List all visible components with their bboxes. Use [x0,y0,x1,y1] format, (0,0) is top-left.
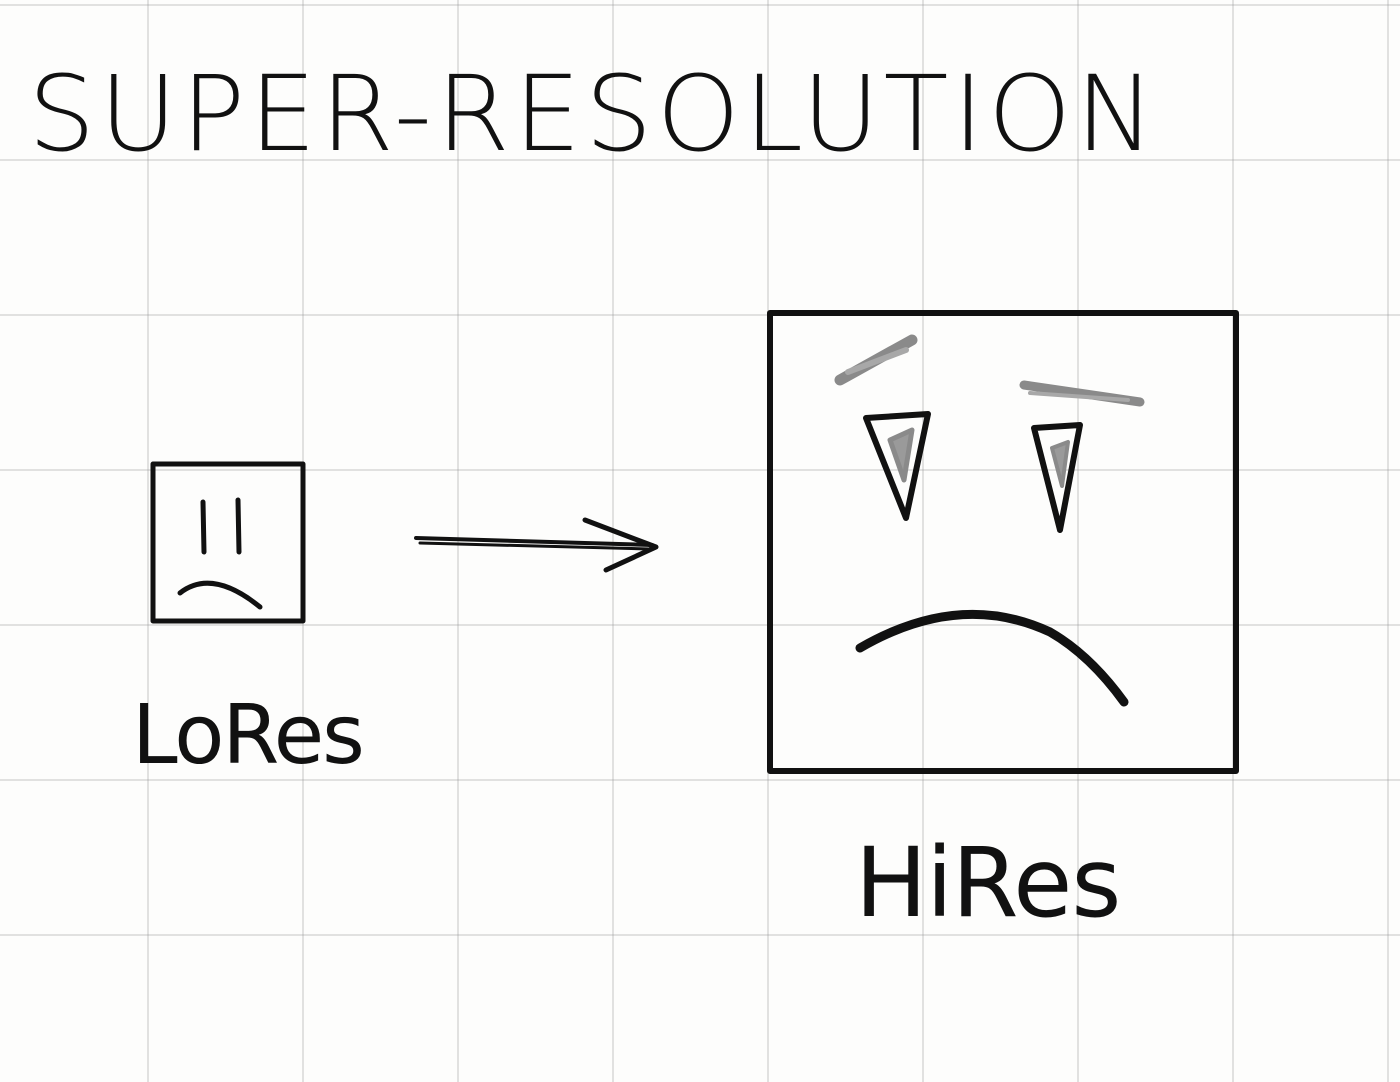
lores-mouth [177,580,263,610]
hires-label: HiRes [855,827,1121,939]
hires-left-eye [863,411,931,521]
hires-eyebrows [834,334,1145,407]
lores-label: LoRes [132,688,365,783]
arrow-shaft-lower [418,541,652,551]
hires-face-icon [767,310,1239,774]
right-double-arrow-icon [414,517,659,573]
diagram-title: SUPER-RESOLUTION [28,53,1159,175]
arrow-head [582,517,659,573]
lores-left-eye [200,499,207,555]
lores-right-eye [235,497,242,555]
lores-face-icon [150,461,306,624]
hires-frame [767,310,1239,774]
arrow-shaft-upper [414,536,654,547]
hires-right-eye [1031,422,1083,533]
lores-frame [150,461,306,624]
hires-mouth [855,609,1129,707]
